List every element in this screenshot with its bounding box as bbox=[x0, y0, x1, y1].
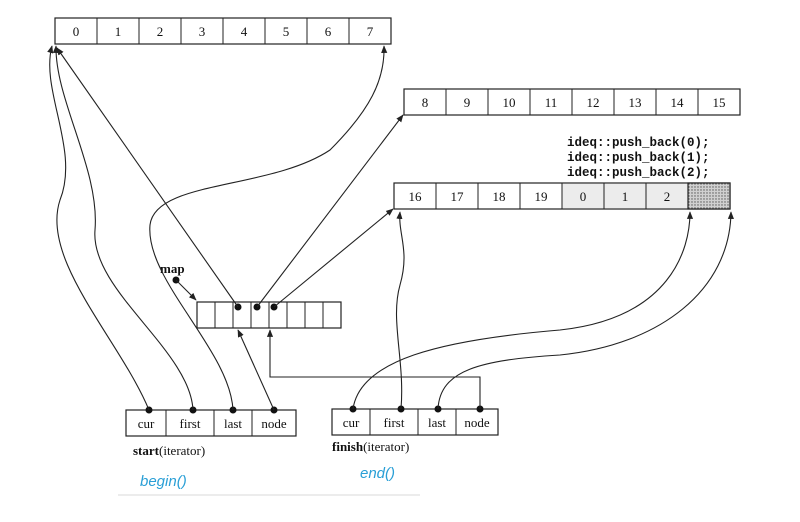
start-field-cur: cur bbox=[138, 416, 155, 431]
buffer-2-cell: 11 bbox=[545, 95, 558, 110]
map-to-buffer-2-arrow bbox=[256, 114, 404, 308]
finish-name: finish bbox=[332, 439, 364, 454]
buffer-1-cell: 4 bbox=[241, 24, 248, 39]
finish-field-node: node bbox=[464, 415, 490, 430]
map-node-array bbox=[196, 301, 342, 329]
buffer-1-cell: 0 bbox=[73, 24, 80, 39]
buffer-2: 8 9 10 11 12 13 14 15 bbox=[403, 88, 741, 116]
buffer-2-cell: 10 bbox=[503, 95, 516, 110]
start-name: start bbox=[133, 443, 160, 458]
buffer-3-filled-region bbox=[562, 184, 688, 208]
finish-last-arrow bbox=[437, 211, 734, 410]
buffer-3-cell: 17 bbox=[451, 189, 465, 204]
buffer-1-cell: 5 bbox=[283, 24, 290, 39]
buffer-1-cell: 1 bbox=[115, 24, 122, 39]
code-line: ideq::push_back(0); bbox=[567, 136, 710, 150]
start-last-arrow bbox=[149, 45, 388, 411]
buffer-1-cell: 6 bbox=[325, 24, 332, 39]
finish-first-arrow bbox=[395, 211, 405, 410]
start-field-first: first bbox=[180, 416, 201, 431]
finish-suffix: (iterator) bbox=[363, 439, 409, 454]
start-first-arrow bbox=[52, 45, 194, 411]
start-field-last: last bbox=[224, 416, 242, 431]
buffer-3: 16 17 18 19 0 1 2 bbox=[393, 182, 731, 210]
buffer-3-cells bbox=[435, 183, 689, 209]
buffer-3-shaded-cell bbox=[687, 182, 731, 210]
buffer-1-cell: 3 bbox=[199, 24, 206, 39]
finish-field-first: first bbox=[384, 415, 405, 430]
map-pointer-arrow bbox=[175, 279, 197, 301]
buffer-1-cell: 7 bbox=[367, 24, 374, 39]
buffer-1-cells bbox=[96, 18, 350, 44]
finish-node-arrow bbox=[266, 329, 481, 409]
finish-iterator: cur first last node bbox=[331, 408, 499, 436]
buffer-3-cell: 19 bbox=[535, 189, 548, 204]
buffer-2-cell: 13 bbox=[629, 95, 642, 110]
map-to-buffer-3-arrow bbox=[273, 208, 394, 308]
start-suffix: (iterator) bbox=[159, 443, 205, 458]
buffer-3-cell: 2 bbox=[664, 189, 671, 204]
start-iterator-label: start(iterator) bbox=[133, 443, 205, 458]
buffer-1: 0 1 2 3 4 5 6 7 bbox=[54, 17, 392, 45]
buffer-2-cell: 12 bbox=[587, 95, 600, 110]
buffer-2-cell: 15 bbox=[713, 95, 726, 110]
buffer-3-cell: 18 bbox=[493, 189, 506, 204]
code-line: ideq::push_back(2); bbox=[567, 166, 710, 180]
finish-cur-arrow bbox=[352, 211, 694, 410]
buffer-2-cells bbox=[445, 89, 699, 115]
start-node-arrow bbox=[237, 329, 275, 411]
buffer-3-cell: 16 bbox=[409, 189, 423, 204]
start-iterator: cur first last node bbox=[125, 409, 297, 437]
start-cur-arrow bbox=[47, 45, 150, 411]
start-field-node: node bbox=[261, 416, 287, 431]
map-label: map bbox=[160, 261, 185, 276]
buffer-3-cell: 0 bbox=[580, 189, 587, 204]
end-method-label: end() bbox=[360, 465, 395, 482]
buffer-2-cell: 14 bbox=[671, 95, 685, 110]
map-to-buffer-1-arrow bbox=[56, 47, 239, 308]
finish-iterator-frame bbox=[331, 408, 499, 436]
finish-field-last: last bbox=[428, 415, 446, 430]
code-line: ideq::push_back(1); bbox=[567, 151, 710, 165]
buffer-2-cell: 9 bbox=[464, 95, 471, 110]
buffer-2-cell: 8 bbox=[422, 95, 429, 110]
begin-method-label: begin() bbox=[140, 473, 187, 490]
code-block: ideq::push_back(0); ideq::push_back(1); … bbox=[567, 136, 710, 180]
buffer-3-cell: 1 bbox=[622, 189, 629, 204]
start-iterator-frame bbox=[125, 409, 297, 437]
finish-iterator-label: finish(iterator) bbox=[332, 439, 409, 454]
finish-field-cur: cur bbox=[343, 415, 360, 430]
buffer-1-cell: 2 bbox=[157, 24, 164, 39]
